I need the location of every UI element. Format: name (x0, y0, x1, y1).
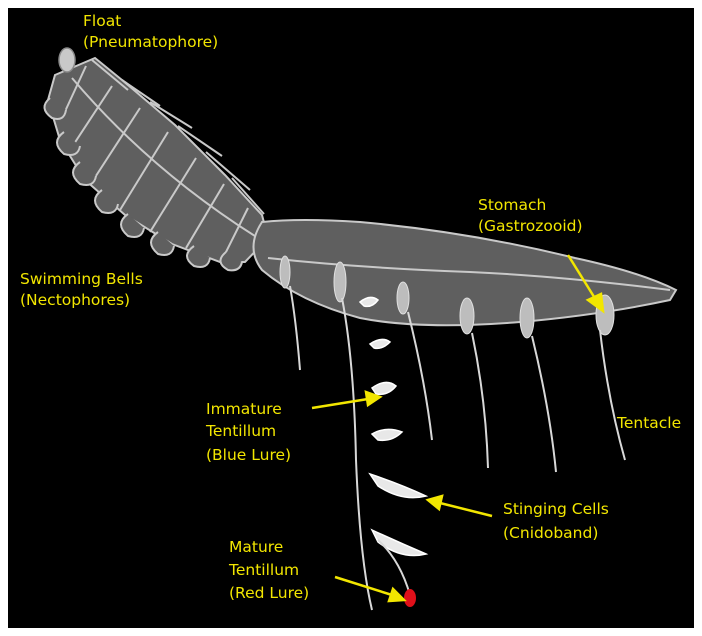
mature-label: Mature (229, 538, 283, 556)
mature-sublabel-2: (Red Lure) (229, 584, 309, 602)
float-pneumatophore (59, 48, 75, 72)
float-sublabel: (Pneumatophore) (83, 33, 218, 51)
stinging-label: Stinging Cells (503, 500, 609, 518)
immature-sublabel: Tentillum (205, 422, 276, 440)
gastrozooid (280, 256, 290, 288)
gastrozooid (460, 298, 474, 334)
immature-label: Immature (206, 400, 282, 418)
immature-sublabel-2: (Blue Lure) (206, 446, 291, 464)
swimming-bells-label: Swimming Bells (20, 270, 143, 288)
mature-sublabel: Tentillum (228, 561, 299, 579)
stomach-sublabel: (Gastrozooid) (478, 217, 583, 235)
stinging-sublabel: (Cnidoband) (503, 524, 598, 542)
gastrozooid (397, 282, 409, 314)
tentacle-label: Tentacle (616, 414, 681, 432)
gastrozooid (334, 262, 346, 302)
red-lure (404, 589, 416, 607)
swimming-bells-sublabel: (Nectophores) (20, 291, 130, 309)
stomach-label: Stomach (478, 196, 546, 214)
float-label: Float (83, 12, 121, 30)
gastrozooid (520, 298, 534, 338)
